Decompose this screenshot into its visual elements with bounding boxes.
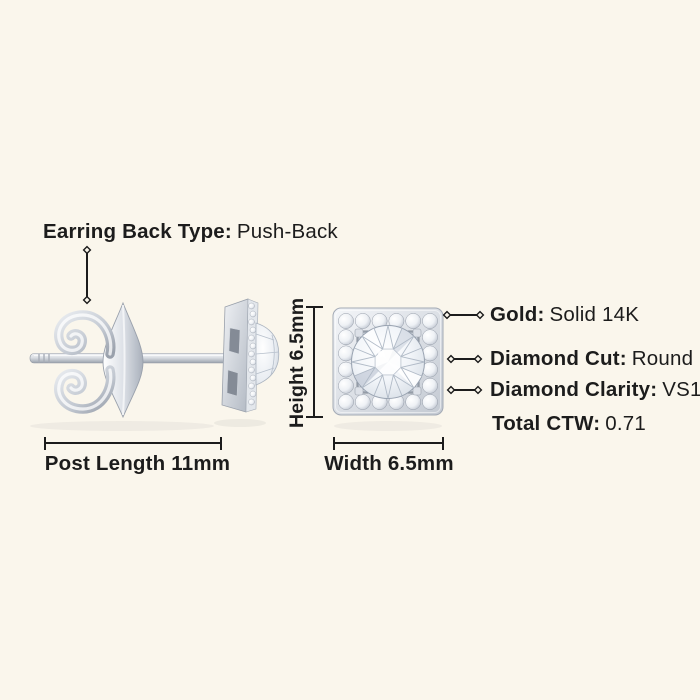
gold-value: Solid 14K (549, 303, 640, 326)
earring-side-view-illustration (29, 298, 280, 431)
prong (354, 386, 364, 396)
prong (412, 386, 422, 396)
diamond-cut-label: Diamond Cut: (490, 347, 627, 370)
height-measure-line (313, 307, 316, 418)
post-length-label: Post Length 11mm (44, 452, 231, 475)
gold-connector-line (442, 310, 485, 320)
pave-halo-diamonds (338, 313, 438, 410)
diamond-clarity-annotation: Diamond Clarity:VS1 (490, 378, 700, 402)
post-length-left-cap (44, 437, 47, 450)
post-length-right-cap (220, 437, 223, 450)
gallery-cutout (228, 327, 241, 355)
earring-front-view-illustration (332, 307, 444, 431)
reflection-shadow (214, 419, 266, 427)
width-right-cap (441, 437, 444, 450)
diamond-clarity-value: VS1 (662, 378, 700, 401)
reflection-shadow (30, 421, 214, 431)
diamond-endpoint-icon (446, 385, 456, 395)
center-round-diamond (351, 325, 425, 399)
prong (412, 328, 422, 338)
diamond-endpoint-icon (475, 310, 485, 320)
diamond-endpoint-icon (442, 310, 452, 320)
height-measure-label: Height 6.5mm (286, 297, 308, 428)
gallery-cutout (226, 369, 239, 397)
earring-back-type-annotation: Earring Back Type:Push-Back (43, 220, 338, 244)
gold-label: Gold: (490, 303, 545, 326)
center-diamond-profile (255, 322, 280, 386)
earring-back-type-label: Earring Back Type: (43, 220, 232, 243)
reflection-shadow (334, 421, 442, 431)
diamond-cut-value: Round (631, 347, 694, 370)
prong (354, 328, 364, 338)
width-measure-label: Width 6.5mm (324, 452, 454, 475)
diamond-cut-annotation: Diamond Cut:Round (490, 347, 693, 371)
height-measure-bottom-cap (306, 415, 323, 418)
push-back-butterfly-scrolls (54, 310, 116, 414)
total-ctw-annotation: Total CTW:0.71 (492, 412, 646, 436)
push-back-disc (102, 301, 144, 419)
diamond-endpoint-icon (82, 245, 92, 255)
gold-annotation: Gold:Solid 14K (490, 303, 639, 327)
diamond-clarity-label: Diamond Clarity: (490, 378, 658, 401)
total-ctw-value: 0.71 (605, 412, 646, 435)
height-measure-top-cap (306, 306, 323, 309)
post-length-measure-line (45, 442, 222, 445)
pave-edge-diamonds (248, 302, 257, 406)
diamond-clarity-connector-line (446, 385, 483, 395)
total-ctw-label: Total CTW: (492, 412, 601, 435)
diamond-cut-connector-line (446, 354, 483, 364)
earring-back-type-value: Push-Back (236, 220, 338, 243)
diamond-endpoint-icon (446, 354, 456, 364)
stud-head-side-view (221, 298, 280, 413)
diamond-endpoint-icon (82, 295, 92, 305)
diamond-endpoint-icon (473, 385, 483, 395)
sparkle-highlight (378, 351, 384, 357)
back-type-connector-line (82, 245, 92, 305)
width-measure-line (334, 442, 443, 445)
diamond-endpoint-icon (473, 354, 483, 364)
width-left-cap (333, 437, 336, 450)
